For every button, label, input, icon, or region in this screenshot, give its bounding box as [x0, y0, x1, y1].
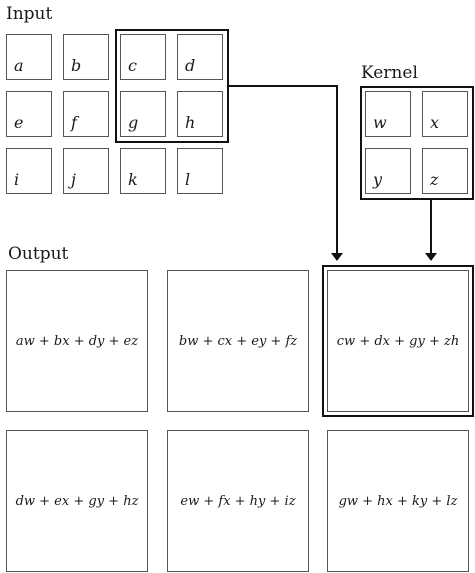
kernel-cell-y: y [365, 148, 411, 194]
output-cell-5: ew + fx + hy + iz [167, 430, 309, 572]
input-cell-d: d [177, 34, 223, 80]
input-cell-i: i [6, 148, 52, 194]
input-cell-b: b [63, 34, 109, 80]
input-cell-c: c [120, 34, 166, 80]
input-cell-f: f [63, 91, 109, 137]
kernel-frame [360, 86, 474, 200]
kernel-cell-w: w [365, 91, 411, 137]
input-cell-e: e [6, 91, 52, 137]
kernel-cell-z: z [422, 148, 468, 194]
input-title: Input [6, 4, 53, 24]
input-to-output-arrow [229, 85, 338, 253]
input-cell-g: g [120, 91, 166, 137]
output-highlight [322, 265, 474, 417]
kernel-title: Kernel [361, 63, 418, 83]
kernel-cell-x: x [422, 91, 468, 137]
input-cell-h: h [177, 91, 223, 137]
output-title: Output [8, 244, 69, 264]
output-cell-2: bw + cx + ey + fz [167, 270, 309, 412]
kernel-arrowhead [425, 253, 437, 261]
output-cell-4: dw + ex + gy + hz [6, 430, 148, 572]
input-cell-j: j [63, 148, 109, 194]
input-cell-a: a [6, 34, 52, 80]
input-cell-k: k [120, 148, 166, 194]
output-cell-6: gw + hx + ky + lz [327, 430, 469, 572]
output-cell-1: aw + bx + dy + ez [6, 270, 148, 412]
input-window-highlight [115, 29, 229, 143]
output-cell-3: cw + dx + gy + zh [327, 270, 469, 412]
input-cell-l: l [177, 148, 223, 194]
input-arrowhead [331, 253, 343, 261]
